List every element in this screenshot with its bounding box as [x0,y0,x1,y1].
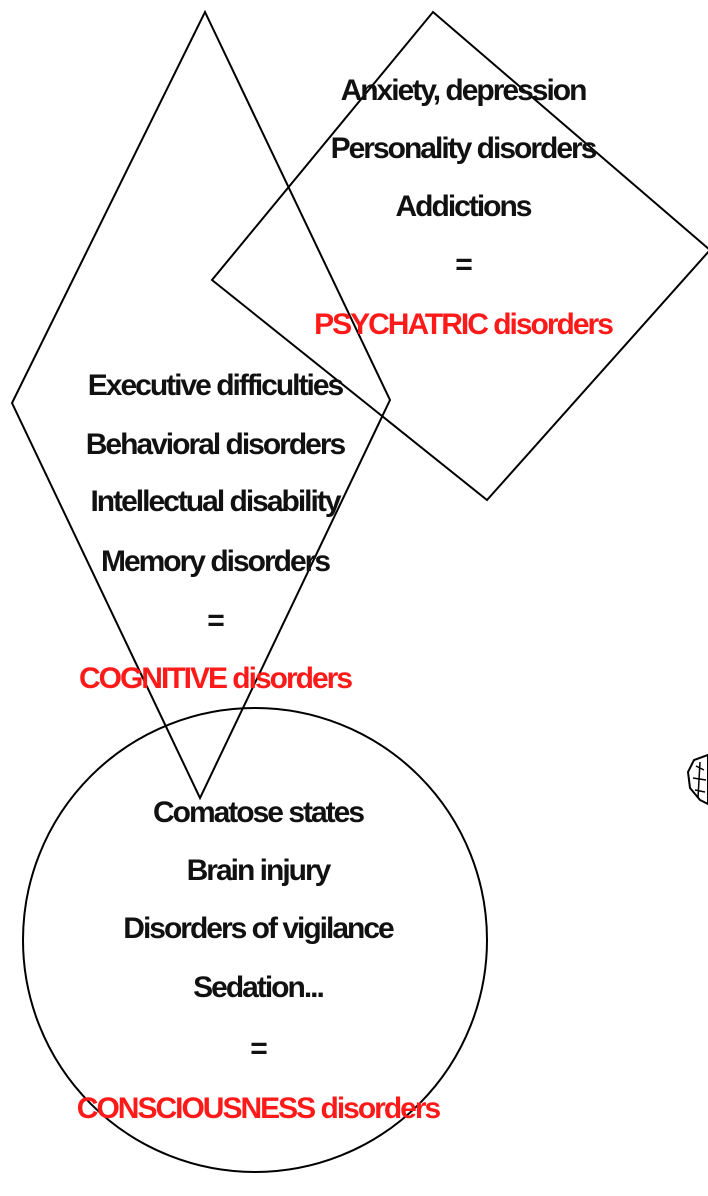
cropped-illustration [686,753,708,806]
psychiatric-item: Anxiety, depression [341,74,587,107]
cognitive-diamond [10,9,392,801]
cognitive-category-label: COGNITIVE disorders [79,662,352,695]
consciousness-item: Comatose states [153,796,364,829]
psychiatric-item: Addictions [396,190,532,223]
consciousness-item: Sedation... [193,971,323,1004]
psychiatric-group: Anxiety, depression Personality disorder… [314,74,615,341]
cognitive-equals: = [207,604,224,637]
consciousness-equals: = [250,1032,267,1065]
consciousness-item: Disorders of vigilance [123,912,394,945]
psychiatric-equals: = [455,248,472,281]
psychiatric-item: Personality disorders [331,132,597,165]
consciousness-circle [22,707,488,1173]
cognitive-item: Behavioral disorders [86,428,346,461]
cognitive-group: Executive difficulties Behavioral disord… [79,369,354,695]
psychiatric-category-label: PSYCHATRIC disorders [314,308,613,341]
cognitive-item: Executive difficulties [88,369,344,402]
consciousness-item: Brain injury [187,854,332,887]
psychiatric-diamond [210,10,708,502]
consciousness-group: Comatose states Brain injury Disorders o… [77,796,443,1125]
cognitive-item: Intellectual disability [90,485,341,518]
consciousness-category-label: CONSCIOUSNESS disorders [77,1092,441,1125]
cognitive-item: Memory disorders [101,545,330,578]
